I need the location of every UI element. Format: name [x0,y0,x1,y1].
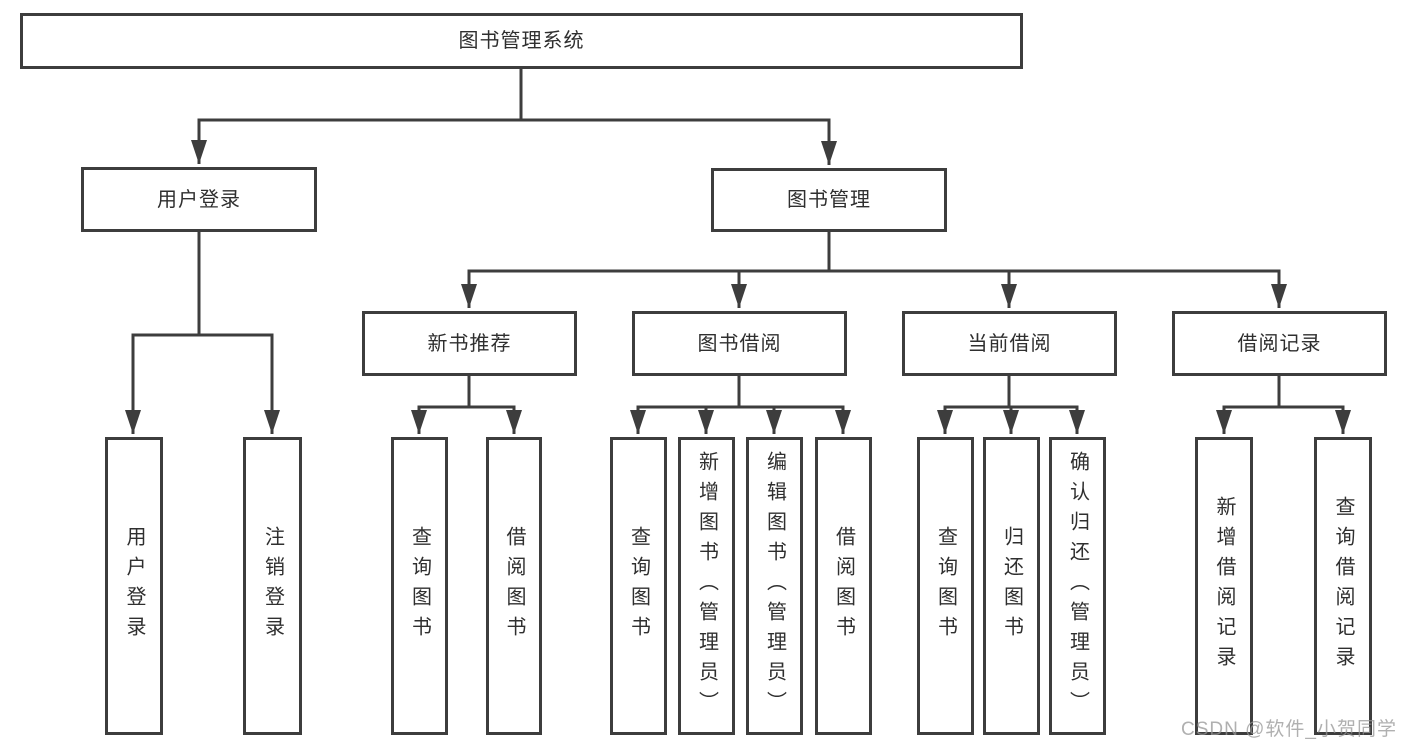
leaf-label: 确认归还（管理员） [1066,451,1089,721]
leaf-label: 查询图书 [627,526,650,646]
node-current-borrow: 当前借阅 [902,311,1117,376]
leaf-borrow-books: 借阅图书 [815,437,872,735]
node-book-management: 图书管理 [711,168,947,232]
leaf-user-login: 用户登录 [105,437,163,735]
leaf-label: 查询借阅记录 [1332,496,1354,676]
leaf-confirm-return-admin: 确认归还（管理员） [1049,437,1106,735]
node-user-login: 用户登录 [81,167,317,232]
leaf-label: 注销登录 [261,526,284,646]
leaf-label: 归还图书 [1000,526,1023,646]
node-book-borrow: 图书借阅 [632,311,847,376]
leaf-label: 新增借阅记录 [1213,496,1235,676]
node-borrow-records: 借阅记录 [1172,311,1387,376]
leaf-label: 查询图书 [408,526,431,646]
leaf-label: 用户登录 [123,526,145,646]
leaf-query-borrow-record: 查询借阅记录 [1314,437,1372,735]
leaf-label: 借阅图书 [503,526,525,646]
node-root-system: 图书管理系统 [20,13,1023,69]
leaf-borrow-query-books: 查询图书 [610,437,667,735]
leaf-add-borrow-record: 新增借阅记录 [1195,437,1253,735]
leaf-edit-book-admin: 编辑图书（管理员） [746,437,803,735]
leaf-recommend-query-books: 查询图书 [391,437,448,735]
leaf-label: 查询图书 [934,526,957,646]
node-new-book-recommend: 新书推荐 [362,311,577,376]
leaf-label: 借阅图书 [832,526,855,646]
leaf-return-books: 归还图书 [983,437,1040,735]
leaf-add-book-admin: 新增图书（管理员） [678,437,735,735]
leaf-current-query-books: 查询图书 [917,437,974,735]
leaf-label: 编辑图书（管理员） [763,451,786,721]
leaf-label: 新增图书（管理员） [695,451,718,721]
leaf-recommend-borrow-books: 借阅图书 [486,437,542,735]
leaf-logout: 注销登录 [243,437,302,735]
